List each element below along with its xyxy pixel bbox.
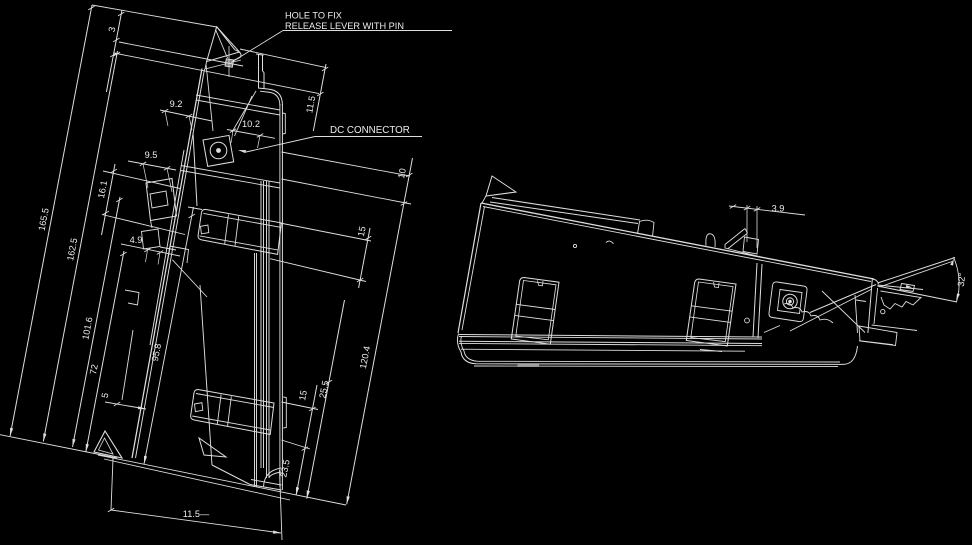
svg-text:9.5: 9.5 (145, 150, 158, 160)
svg-text:25.5: 25.5 (317, 380, 330, 399)
svg-text:RELEASE LEVER WITH PIN: RELEASE LEVER WITH PIN (285, 21, 404, 31)
svg-text:120.4: 120.4 (358, 345, 372, 369)
svg-text:95.8: 95.8 (150, 343, 163, 362)
svg-text:23.5: 23.5 (278, 459, 291, 478)
svg-text:15: 15 (297, 389, 309, 401)
svg-text:5: 5 (100, 392, 111, 399)
svg-text:9.2: 9.2 (170, 99, 183, 109)
svg-text:101.6: 101.6 (80, 316, 94, 340)
svg-text:72: 72 (88, 363, 100, 375)
svg-text:4.9: 4.9 (130, 235, 143, 245)
svg-text:32°: 32° (956, 272, 967, 287)
svg-text:11.5: 11.5 (304, 95, 317, 114)
svg-text:162.5: 162.5 (65, 237, 79, 261)
svg-text:165.5: 165.5 (37, 207, 51, 231)
svg-text:HOLE TO FIX: HOLE TO FIX (285, 11, 342, 21)
svg-text:10.2: 10.2 (242, 119, 260, 129)
svg-text:DC CONNECTOR: DC CONNECTOR (330, 125, 410, 136)
svg-text:3.9: 3.9 (772, 204, 785, 214)
svg-text:11.5—: 11.5— (183, 509, 210, 519)
svg-text:3: 3 (107, 26, 118, 33)
svg-text:10: 10 (396, 167, 408, 179)
svg-text:15: 15 (356, 225, 368, 237)
svg-text:16.1: 16.1 (96, 180, 109, 199)
